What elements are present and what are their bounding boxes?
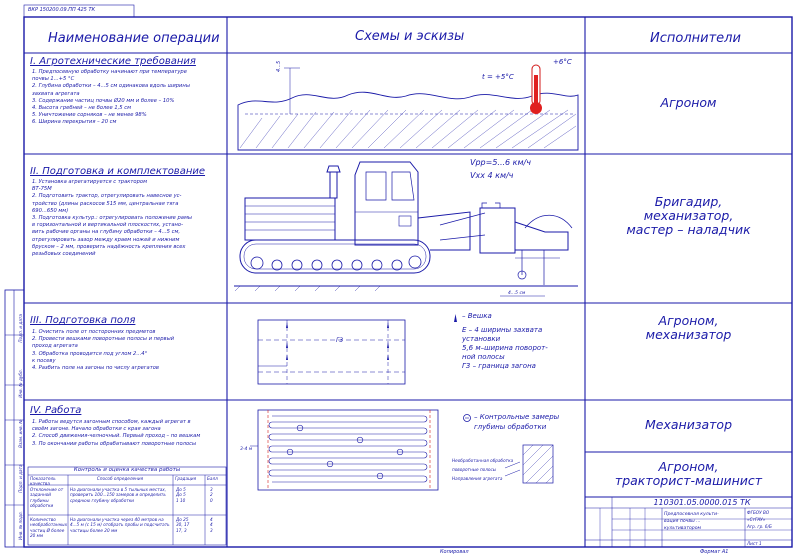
section-3-executor: Агроном, механизатор <box>645 313 732 342</box>
section-4-title: IV. Работа <box>30 405 82 416</box>
section-4-executor: Механизатор <box>645 417 732 432</box>
working-speed-label: Vрр=5...6 км/ч <box>470 158 531 167</box>
section-1-title: I. Агротехнические требования <box>30 56 196 67</box>
section-1-executor: Агроном <box>660 95 717 110</box>
header-executors: Исполнители <box>650 31 741 46</box>
control-table-title: Контроль и оценка качества работы <box>73 467 181 473</box>
section-4-text: 1. Работы ведутся загонным способом, каж… <box>32 419 201 447</box>
col-header-method: Способ определения <box>96 476 144 481</box>
section-3-title: III. Подготовка поля <box>30 315 136 326</box>
organization: ФГБОУ ВО «СтГАУ» Агр. гр. 6/Б <box>747 510 772 529</box>
doc-code-stamp: ВКР 150200.09.ПП 425 ТК <box>28 7 96 13</box>
scheme4-notes: Необработанная обработка поворотные поло… <box>452 458 514 481</box>
shuttle-movement-scheme <box>250 409 554 491</box>
depth-label: 4...5 <box>276 60 282 72</box>
header-operation: Наименование операции <box>48 31 220 46</box>
air-temperature-label: +6°C <box>553 58 572 66</box>
thermometer-bulb <box>530 102 542 114</box>
row1-indicator: Отклонение от заданной глубины обработки <box>30 487 64 509</box>
control-measure-legend: – Контрольные замеры глубины обработки <box>474 413 560 431</box>
tractor-drawing <box>234 161 578 297</box>
document-code: 110301.05.0000.015 ТК <box>653 498 751 507</box>
col-header-grade: Градация <box>175 476 197 481</box>
col-header-score: Балл <box>207 476 218 481</box>
field-layout-scheme <box>257 319 406 385</box>
title-block-executor: Агроном, тракторист-машинист <box>614 459 763 488</box>
section-1-text: 1. Предпосевную обработку начинают при т… <box>32 69 190 126</box>
document-name: Предпосевная культи- вация почвы ... кул… <box>664 512 719 531</box>
copied-label: Копировал <box>440 549 469 555</box>
soil-temperature-label: t = +5°C <box>482 73 514 81</box>
section-2-title: II. Подготовка и комплектование <box>30 166 206 177</box>
col-header-indicator: Показатель качества <box>30 476 56 487</box>
idle-speed-label: Vхх 4 км/ч <box>470 171 514 180</box>
row2-indicator: Количество необработанных частиц Ø более… <box>30 517 68 539</box>
soil-profile-scheme <box>237 67 579 151</box>
stake-legend: – Вешка Е – 4 ширины захвата установки 5… <box>462 312 548 370</box>
dimension-label: 4...5 см <box>508 291 526 296</box>
header-schemes: Схемы и эскизы <box>355 29 465 44</box>
stakes <box>286 314 457 360</box>
turn-strip-dimension: 3-4 м <box>240 447 253 452</box>
format-label: Формат А1 <box>700 549 729 555</box>
row2-method: На диагонали участка через 40 метров на … <box>70 517 170 533</box>
section-2-executor: Бригадир, механизатор, мастер – наладчик <box>626 194 751 237</box>
side-stamp: Инв. № подл. Подп. и дата Взам. инв. № И… <box>18 314 23 540</box>
section-3-text: 1. Очистить поле от посторонних предмето… <box>32 329 175 372</box>
sheet-number: Лист 1 <box>747 541 762 546</box>
section-2-text: 1. Установка агрегатируется с трактором … <box>32 179 192 258</box>
field-boundary-label: Г3 <box>336 337 344 344</box>
row1-method: На диагонали участка в 5 тыльных местах,… <box>70 487 167 503</box>
